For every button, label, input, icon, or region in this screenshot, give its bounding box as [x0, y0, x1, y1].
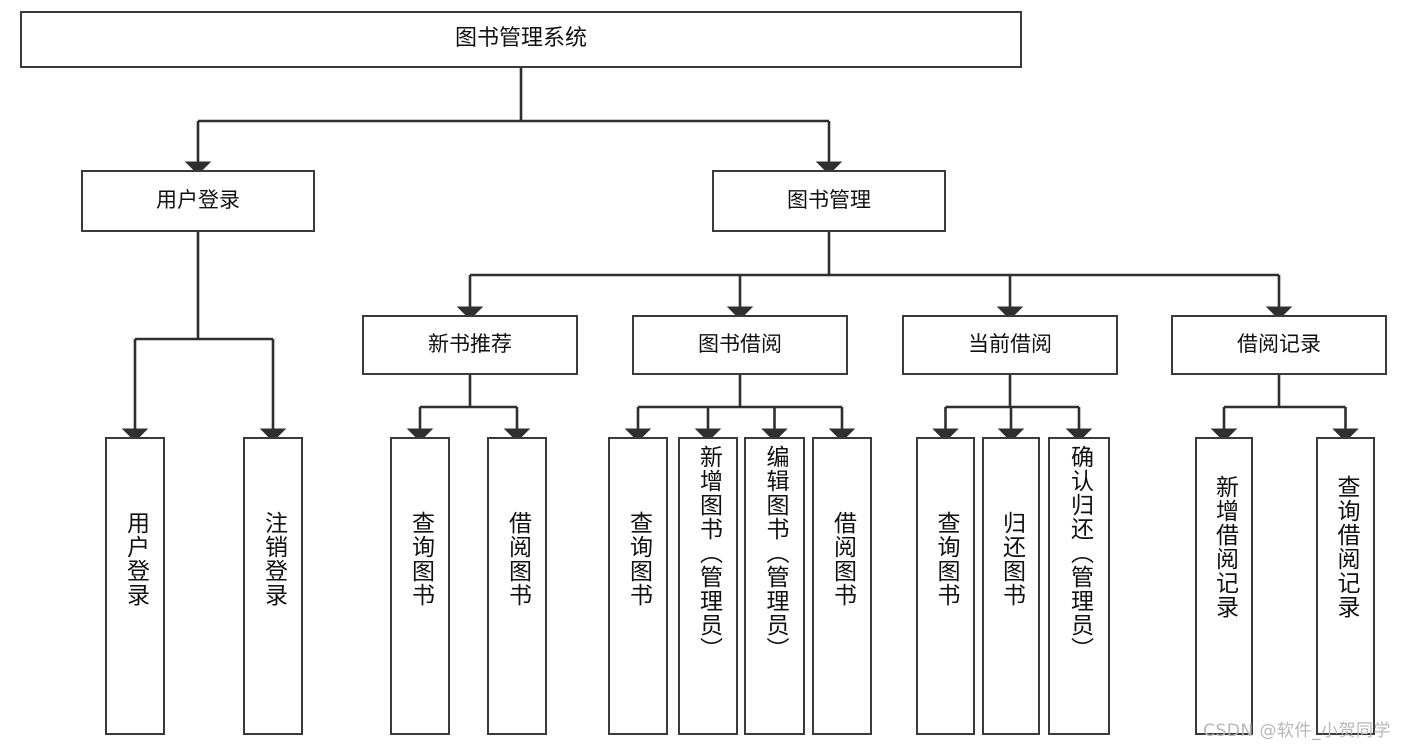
node-label: 用户登录: [122, 511, 149, 607]
node-root: 图书管理系统: [20, 11, 1022, 68]
node-label: 新增借阅记录: [1211, 475, 1238, 619]
node-label: 查询图书: [933, 511, 959, 607]
node-login: 用户登录: [81, 170, 315, 232]
node-leaf5: 查询图书: [608, 437, 668, 735]
node-leaf6: 新增图书（管理员）: [678, 437, 738, 735]
node-label: 编辑图书（管理员）: [762, 445, 788, 661]
node-leaf7: 编辑图书（管理员）: [744, 437, 805, 735]
node-newbook: 新书推荐: [362, 315, 578, 375]
node-label: 图书借阅: [698, 332, 782, 357]
watermark: CSDN @软件_小贺同学: [1203, 721, 1391, 741]
node-label: 借阅记录: [1237, 332, 1321, 357]
node-label: 借阅图书: [504, 511, 531, 607]
node-leaf8: 借阅图书: [812, 437, 872, 735]
node-label: 归还图书: [998, 511, 1025, 607]
node-label: 查询图书: [407, 511, 434, 607]
node-label: 当前借阅: [968, 332, 1052, 357]
node-label: 新增图书（管理员）: [695, 445, 722, 661]
node-label: 图书管理系统: [454, 26, 587, 52]
node-label: 用户登录: [156, 188, 240, 213]
node-borrow: 图书借阅: [632, 315, 848, 375]
node-label: 新书推荐: [428, 332, 512, 357]
node-leaf2: 注销登录: [243, 437, 303, 735]
node-label: 查询图书: [625, 511, 652, 607]
node-label: 注销登录: [260, 511, 287, 607]
node-label: 确认归还（管理员）: [1066, 445, 1093, 661]
node-leaf3: 查询图书: [390, 437, 450, 735]
node-leaf12: 新增借阅记录: [1195, 437, 1253, 735]
node-label: 借阅图书: [829, 511, 856, 607]
node-leaf1: 用户登录: [105, 437, 165, 735]
node-records: 借阅记录: [1171, 315, 1387, 375]
node-leaf10: 归还图书: [982, 437, 1040, 735]
node-leaf11: 确认归还（管理员）: [1048, 437, 1110, 735]
node-current: 当前借阅: [902, 315, 1118, 375]
node-leaf4: 借阅图书: [487, 437, 547, 735]
node-leaf13: 查询借阅记录: [1316, 437, 1375, 735]
node-label: 查询借阅记录: [1333, 475, 1359, 619]
node-label: 图书管理: [787, 188, 871, 213]
node-leaf9: 查询图书: [916, 437, 975, 735]
node-bookmgmt: 图书管理: [712, 170, 946, 232]
